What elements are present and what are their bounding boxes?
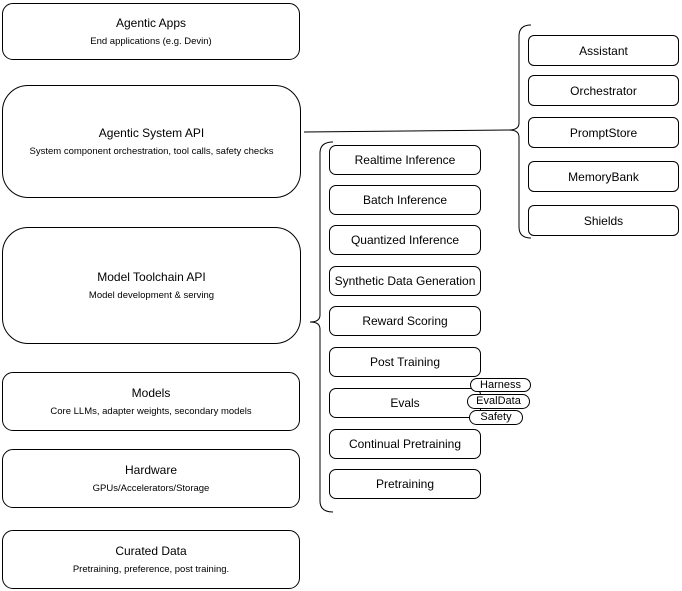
node-title: Model Toolchain API	[97, 270, 206, 285]
node-curated-data: Curated Data Pretraining, preference, po…	[2, 530, 300, 589]
node-subtitle: End applications (e.g. Devin)	[90, 35, 212, 47]
pill-harness: Harness	[470, 378, 531, 392]
node-quantized-inference: Quantized Inference	[329, 225, 481, 255]
node-agentic-system-api: Agentic System API System component orch…	[2, 85, 301, 198]
node-reward-scoring: Reward Scoring	[329, 306, 481, 336]
node-title: Models	[131, 386, 171, 401]
node-batch-inference: Batch Inference	[329, 185, 481, 215]
node-orchestrator: Orchestrator	[528, 75, 679, 106]
node-subtitle: Pretraining, preference, post training.	[72, 563, 230, 575]
api-to-system-connector-line	[303, 129, 510, 133]
node-title: Curated Data	[115, 544, 187, 559]
node-title: Hardware	[124, 463, 178, 478]
node-realtime-inference: Realtime Inference	[329, 145, 481, 175]
node-title: Agentic System API	[98, 126, 205, 141]
node-shields: Shields	[528, 205, 679, 236]
node-synthetic-data-generation: Synthetic Data Generation	[329, 266, 481, 296]
node-subtitle: Model development & serving	[88, 289, 215, 301]
node-pretraining: Pretraining	[329, 469, 481, 499]
node-subtitle: System component orchestration, tool cal…	[29, 145, 274, 157]
node-title: Agentic Apps	[115, 16, 187, 31]
node-subtitle: Core LLMs, adapter weights, secondary mo…	[50, 405, 252, 417]
node-post-training: Post Training	[329, 347, 481, 377]
node-hardware: Hardware GPUs/Accelerators/Storage	[2, 449, 300, 508]
pill-evaldata: EvalData	[467, 394, 530, 409]
node-assistant: Assistant	[528, 35, 679, 66]
node-agentic-apps: Agentic Apps End applications (e.g. Devi…	[2, 3, 300, 60]
node-subtitle: GPUs/Accelerators/Storage	[92, 482, 210, 494]
node-model-toolchain-api: Model Toolchain API Model development & …	[2, 227, 301, 344]
node-evals: Evals	[329, 388, 481, 418]
node-promptstore: PromptStore	[528, 117, 679, 148]
node-memorybank: MemoryBank	[528, 161, 679, 192]
pill-safety: Safety	[469, 410, 523, 425]
node-continual-pretraining: Continual Pretraining	[329, 429, 481, 459]
node-models: Models Core LLMs, adapter weights, secon…	[2, 372, 300, 431]
